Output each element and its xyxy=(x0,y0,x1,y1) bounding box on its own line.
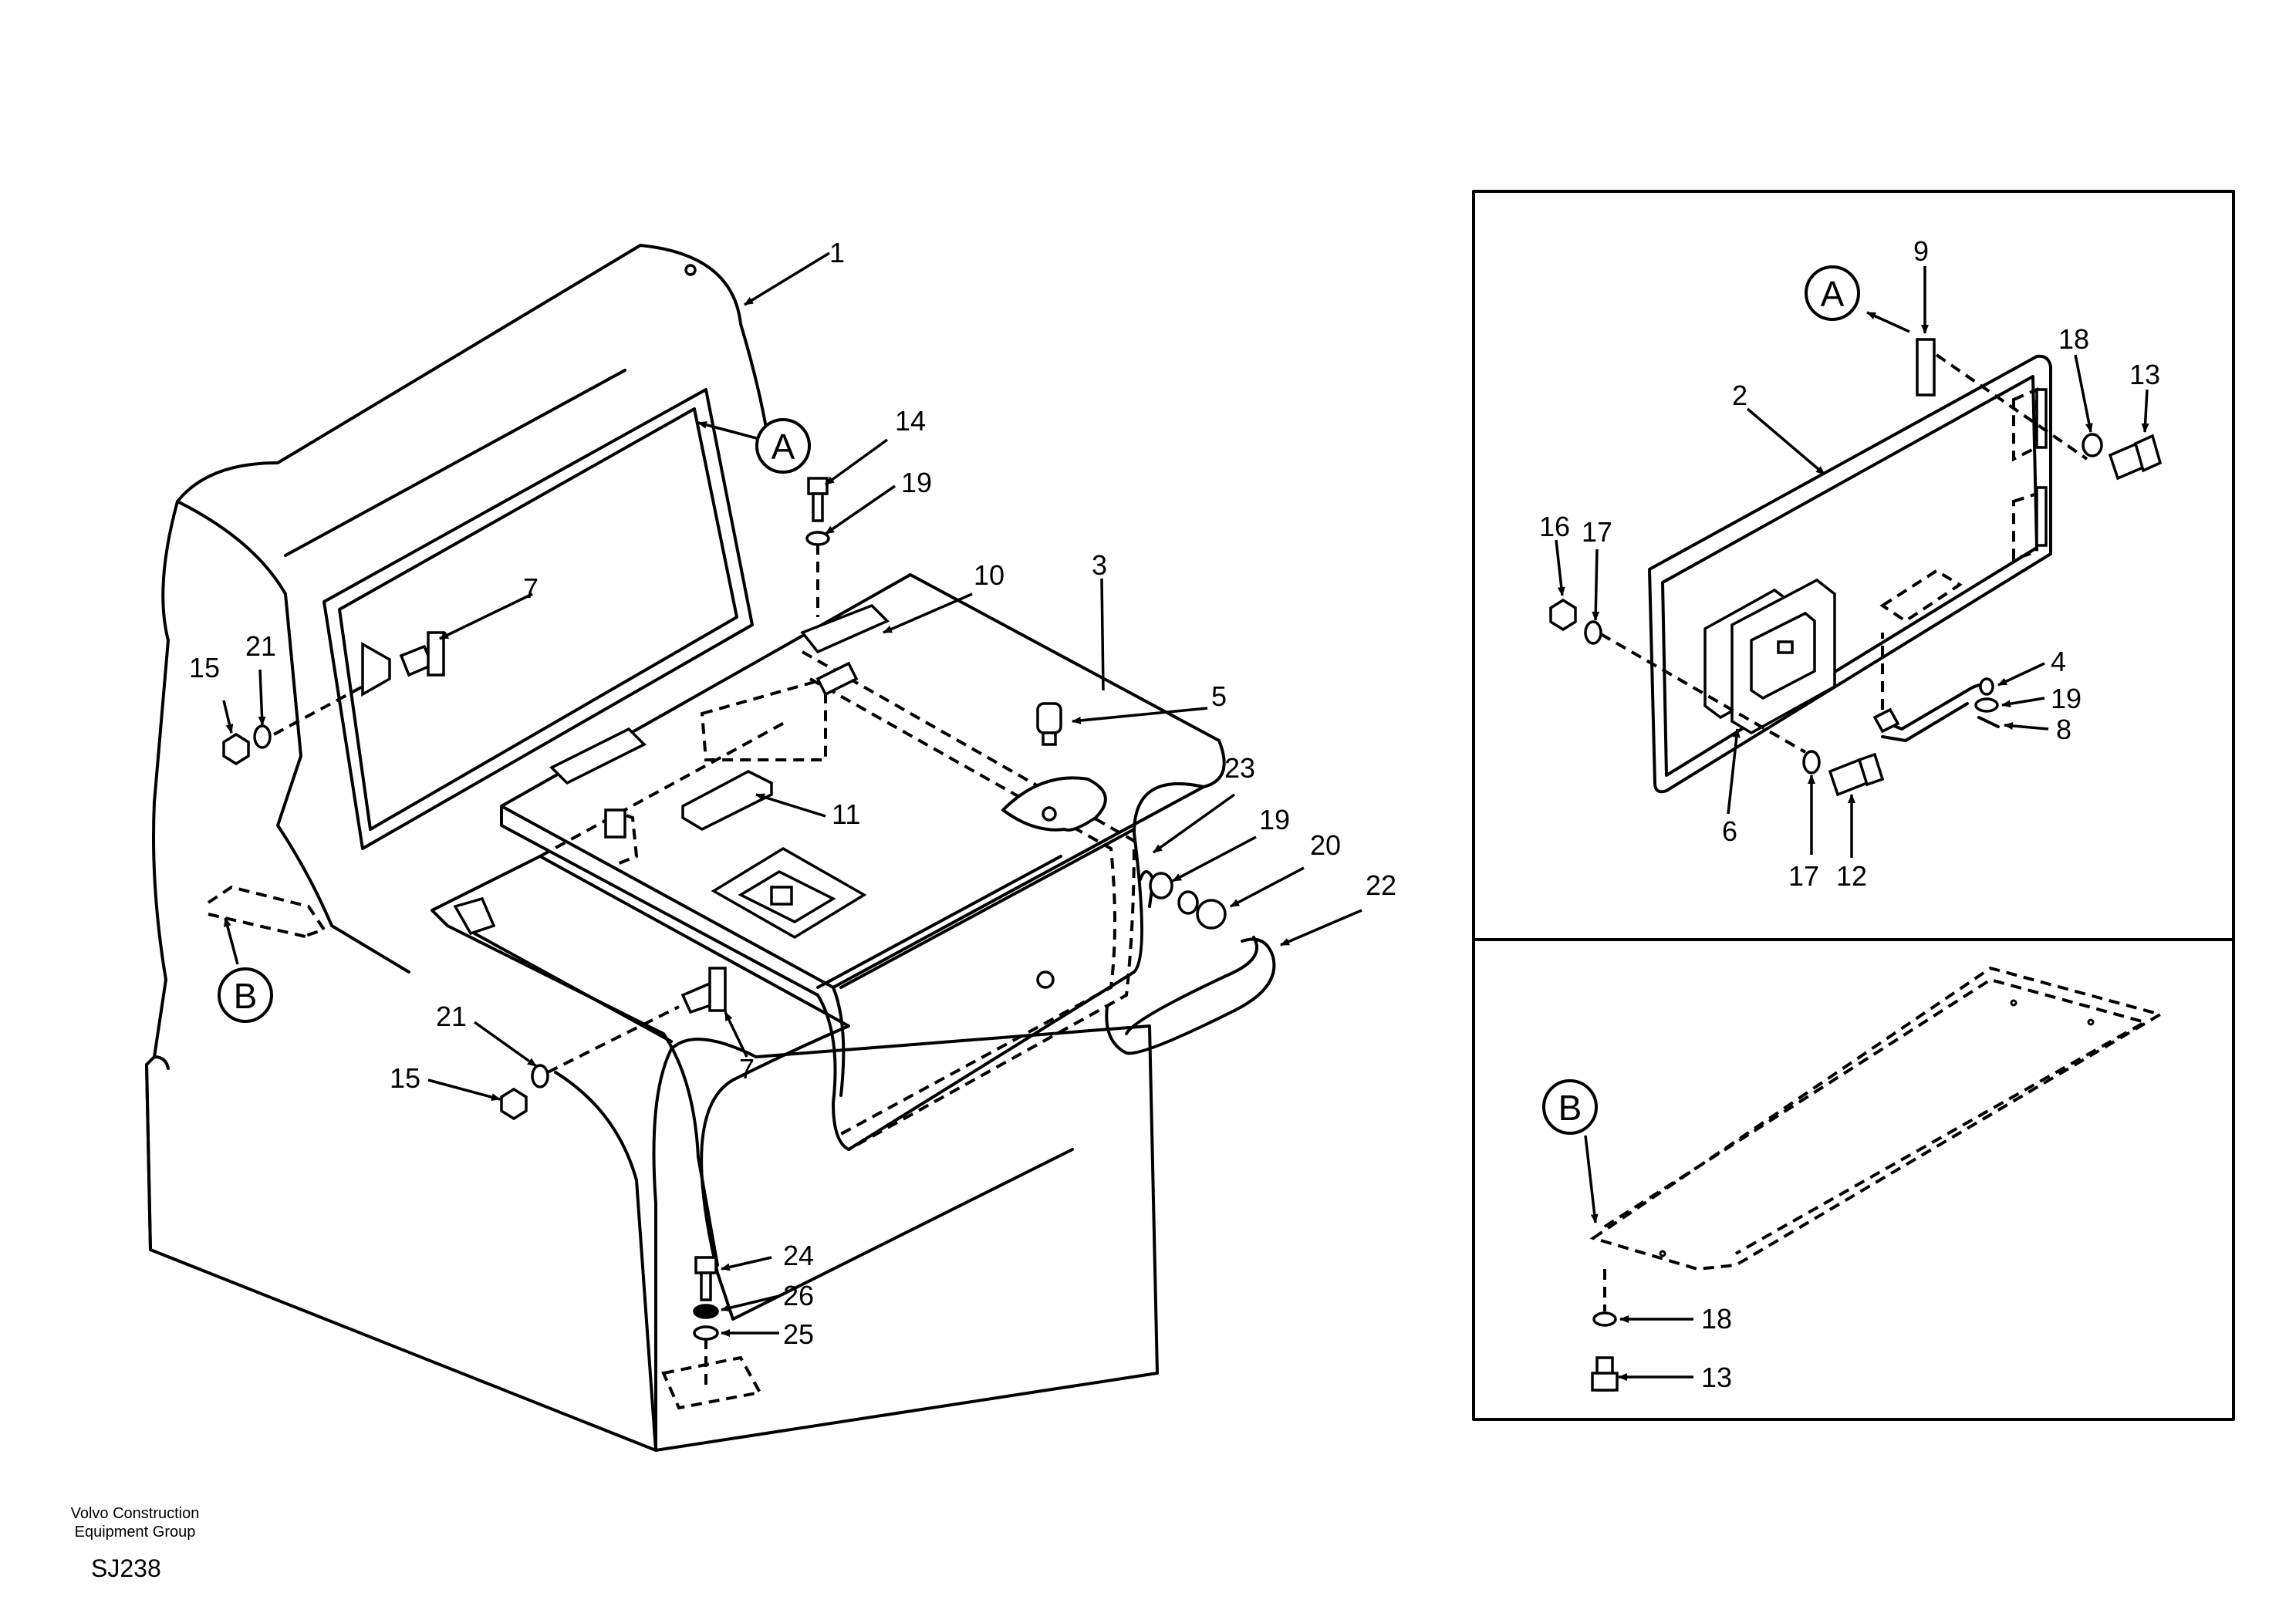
part-9-plate xyxy=(1916,338,1936,397)
footer-line2: Equipment Group xyxy=(74,1524,196,1541)
part-25-washer xyxy=(693,1325,719,1341)
part-8-pin xyxy=(1977,716,2000,728)
part-17-washer-right xyxy=(1802,750,1821,775)
label-11: 11 xyxy=(832,798,860,830)
label-12: 12 xyxy=(1836,860,1867,892)
part-7-stud-upper xyxy=(361,631,445,697)
tank-body xyxy=(500,782,1205,1151)
label-21-lower: 21 xyxy=(436,1001,467,1032)
label-6: 6 xyxy=(1722,815,1737,847)
part-6-latch xyxy=(1703,578,1836,735)
label-23: 23 xyxy=(1224,752,1255,784)
label-5: 5 xyxy=(1211,680,1227,712)
part-26-washer xyxy=(693,1304,719,1319)
part-18-washer-a xyxy=(2082,433,2103,457)
svg-text:A: A xyxy=(1821,274,1845,314)
label-26: 26 xyxy=(783,1280,814,1311)
part-21-washer-left xyxy=(253,724,272,749)
label-15-lower: 15 xyxy=(390,1062,420,1094)
label-13-a: 13 xyxy=(2129,359,2160,390)
label-22: 22 xyxy=(1366,869,1396,901)
part-18-washer-b xyxy=(1592,1311,1617,1327)
label-17-left: 17 xyxy=(1582,516,1612,548)
part-b-panel xyxy=(1589,966,2165,1271)
label-25: 25 xyxy=(783,1318,814,1350)
label-15-left: 15 xyxy=(189,652,220,683)
part-17-washer-left xyxy=(1584,620,1602,645)
svg-text:B: B xyxy=(1558,1088,1582,1128)
label-7-upper: 7 xyxy=(523,572,539,604)
label-10: 10 xyxy=(974,559,1004,591)
label-18-a: 18 xyxy=(2058,323,2089,355)
label-17-right: 17 xyxy=(1788,860,1819,892)
part-20-grommet xyxy=(1196,899,1227,930)
cover-window-frame xyxy=(322,388,754,850)
part-21-washer-lower xyxy=(531,1064,549,1088)
callout-b-main: B xyxy=(218,967,273,1023)
label-24: 24 xyxy=(783,1240,814,1271)
footer-code: SJ238 xyxy=(91,1554,161,1582)
part-2-door-panel xyxy=(1648,354,2052,794)
part-7-stud-lower xyxy=(680,967,727,1014)
part-13-bolt-a xyxy=(2108,434,2163,481)
label-18-b: 18 xyxy=(1701,1303,1732,1335)
part-22-handle xyxy=(1105,937,1276,1055)
part-15-nut-lower xyxy=(500,1087,528,1121)
callout-b-detail: B xyxy=(1542,1079,1598,1135)
part-10-plate xyxy=(800,603,890,654)
part-5-cap xyxy=(1036,702,1062,746)
part-12-bolt xyxy=(1828,752,1885,797)
label-16: 16 xyxy=(1539,511,1570,542)
label-4: 4 xyxy=(2051,646,2066,677)
leader-lines-detail-b xyxy=(1584,1135,1693,1381)
label-19-detail: 19 xyxy=(2051,683,2082,714)
footer-line1: Volvo Construction xyxy=(70,1505,200,1522)
leader-lines-detail-a xyxy=(1555,266,2149,858)
part-19-washer-right xyxy=(1149,872,1173,899)
label-21-left: 21 xyxy=(245,630,276,662)
part-24-bolt xyxy=(694,1256,718,1301)
svg-text:A: A xyxy=(772,427,795,467)
label-19-right: 19 xyxy=(1259,804,1290,835)
part-19-washer-b xyxy=(1974,697,1999,713)
main-assembly xyxy=(145,244,1362,1452)
part-13-bolt-b xyxy=(1591,1356,1619,1392)
panel-b-hint xyxy=(207,885,327,939)
label-7-lower: 7 xyxy=(739,1053,755,1085)
footer-company: Volvo Construction Equipment Group xyxy=(46,1504,224,1541)
part-labels: 1 14 19 10 3 5 7 11 23 19 20 22 15 21 21… xyxy=(189,235,2160,1393)
part-14-bolt xyxy=(807,477,829,522)
callout-a-detail: A xyxy=(1805,265,1860,321)
part-11-bracket xyxy=(681,770,773,831)
label-13-b: 13 xyxy=(1701,1362,1732,1393)
label-19-upper: 19 xyxy=(901,467,932,498)
label-20: 20 xyxy=(1310,829,1341,861)
label-3: 3 xyxy=(1092,549,1107,581)
svg-text:B: B xyxy=(234,976,258,1016)
label-14: 14 xyxy=(895,405,926,437)
callout-a-main: A xyxy=(755,418,811,474)
part-19-washer-upper xyxy=(805,531,830,546)
detail-box xyxy=(1472,190,2235,1421)
tank-filler-cutout xyxy=(1001,776,1107,832)
part-16-nut xyxy=(1549,598,1577,632)
label-1: 1 xyxy=(829,237,845,268)
part-15-nut-left xyxy=(222,732,250,766)
label-9: 9 xyxy=(1913,235,1929,267)
label-2: 2 xyxy=(1732,380,1747,411)
leader-lines-main xyxy=(222,251,1362,1337)
label-8: 8 xyxy=(2056,714,2071,745)
